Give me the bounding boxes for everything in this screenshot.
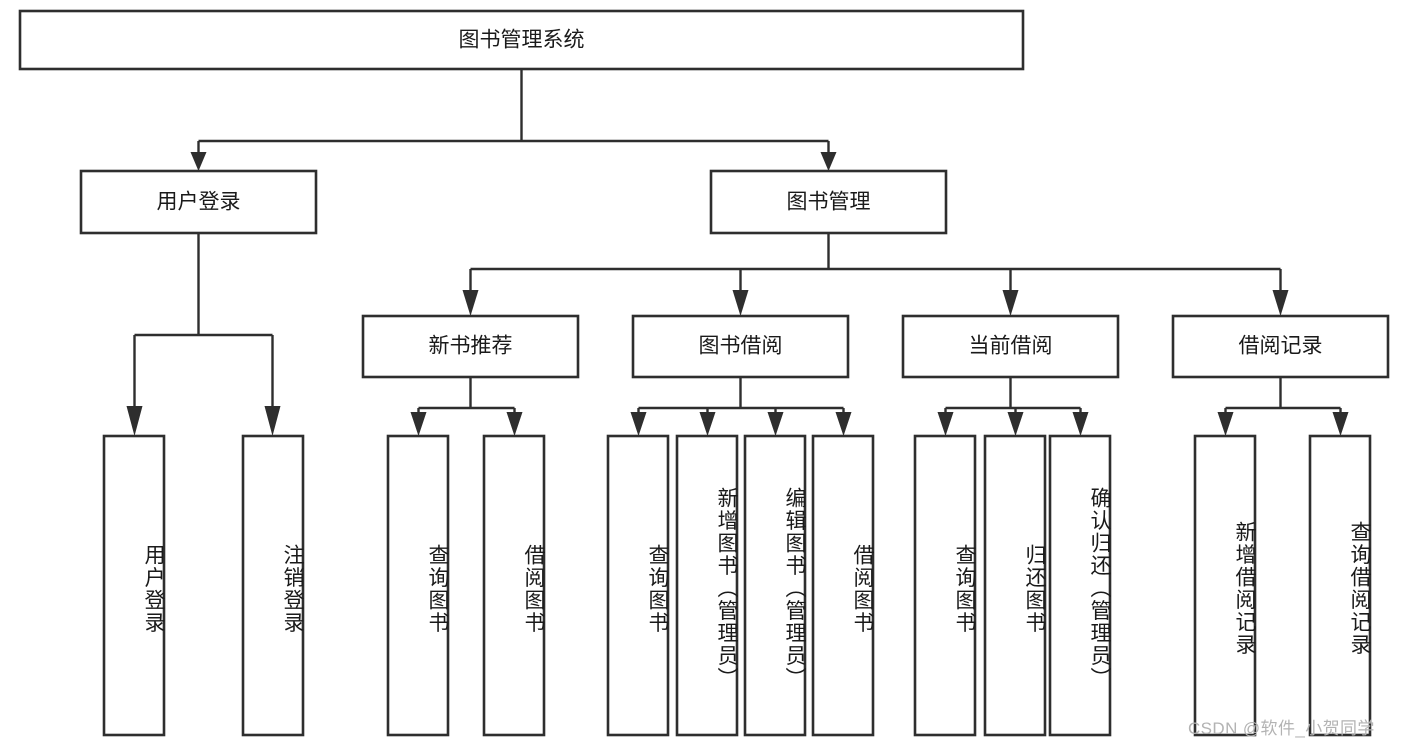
arrow-to-new-book-recommend-icon	[462, 290, 479, 316]
node-label-borrow-record: 借阅记录	[1239, 335, 1323, 358]
node-label-book-manage: 图书管理	[787, 191, 871, 214]
node-label-current-borrow: 当前借阅	[969, 335, 1053, 358]
arrow-to-user-login-icon	[190, 152, 207, 171]
node-box-leaf-confirm-return[interactable]	[1048, 434, 1112, 737]
csdn-watermark: CSDN @软件_小贺同学	[1188, 719, 1375, 738]
node-box-leaf-query-book-3[interactable]	[913, 434, 977, 737]
node-box-leaf-user-logout[interactable]	[241, 434, 305, 737]
arrow-leaf-edit-book-icon	[767, 412, 784, 436]
arrow-leaf-add-record-icon	[1217, 412, 1234, 436]
arrow-leaf-user-login-icon	[126, 406, 143, 436]
arrow-leaf-query-book-2-icon	[630, 412, 647, 436]
nodes-layer: 图书管理系统 用户登录 图书管理 新书推荐 图书借阅 当前借阅 借阅记录	[18, 9, 1390, 737]
arrow-to-book-borrow-icon	[732, 290, 749, 316]
node-box-leaf-borrow-book-1[interactable]	[482, 434, 546, 737]
node-box-leaf-borrow-book-2[interactable]	[811, 434, 875, 737]
node-label-new-book-recommend: 新书推荐	[429, 335, 513, 358]
edges-layer	[126, 69, 1349, 436]
arrow-to-borrow-record-icon	[1272, 290, 1289, 316]
node-label-user-login: 用户登录	[157, 191, 241, 214]
arrow-leaf-confirm-return-icon	[1072, 412, 1089, 436]
node-box-leaf-query-book-2[interactable]	[606, 434, 670, 737]
node-box-borrow-record[interactable]	[1171, 314, 1390, 379]
node-box-leaf-user-login[interactable]	[102, 434, 166, 737]
arrow-leaf-add-book-icon	[699, 412, 716, 436]
node-label-book-borrow: 图书借阅	[699, 335, 783, 358]
node-box-leaf-edit-book[interactable]	[743, 434, 807, 737]
node-box-book-borrow[interactable]	[631, 314, 850, 379]
node-box-current-borrow[interactable]	[901, 314, 1120, 379]
node-box-book-manage[interactable]	[709, 169, 948, 235]
arrow-leaf-return-book-icon	[1007, 412, 1024, 436]
node-box-root[interactable]	[18, 9, 1025, 71]
node-box-leaf-query-record[interactable]	[1308, 434, 1372, 737]
arrow-leaf-user-logout-icon	[264, 406, 281, 436]
node-box-leaf-add-record[interactable]	[1193, 434, 1257, 737]
node-label-root: 图书管理系统	[459, 29, 585, 52]
arrow-leaf-query-record-icon	[1332, 412, 1349, 436]
node-box-leaf-query-book-1[interactable]	[386, 434, 450, 737]
node-box-leaf-return-book[interactable]	[983, 434, 1047, 737]
arrow-leaf-borrow-book-2-icon	[835, 412, 852, 436]
arrow-leaf-query-book-3-icon	[937, 412, 954, 436]
arrow-leaf-borrow-book-1-icon	[506, 412, 523, 436]
arrow-leaf-query-book-1-icon	[410, 412, 427, 436]
node-box-new-book-recommend[interactable]	[361, 314, 580, 379]
node-box-leaf-add-book[interactable]	[675, 434, 739, 737]
arrow-to-current-borrow-icon	[1002, 290, 1019, 316]
arrow-to-book-manage-icon	[820, 152, 837, 171]
node-box-user-login[interactable]	[79, 169, 318, 235]
